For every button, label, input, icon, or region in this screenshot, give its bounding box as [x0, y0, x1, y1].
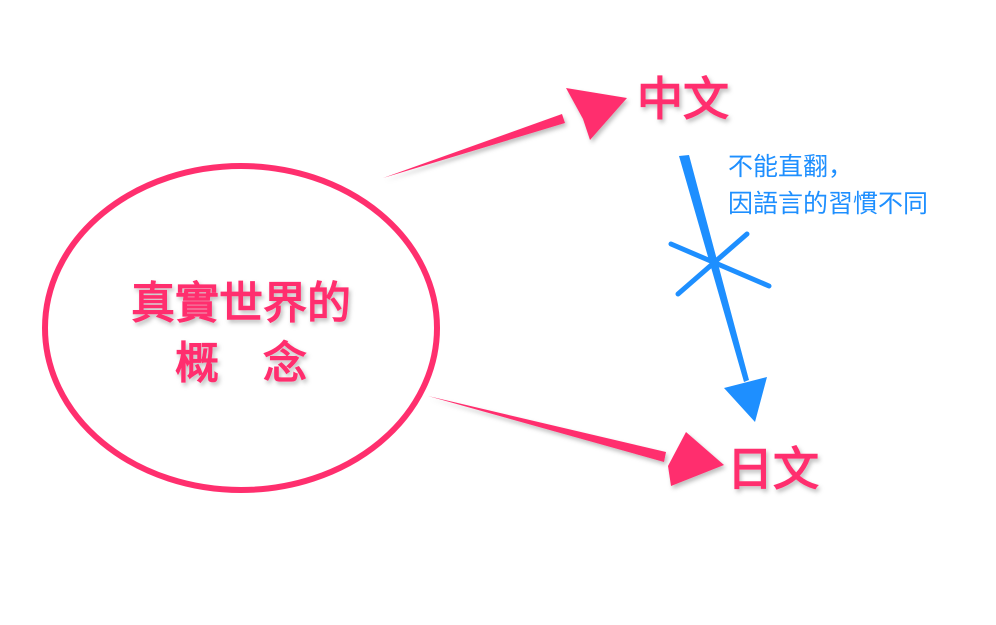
concept-label-line2: 概 念 — [175, 338, 307, 389]
cross-mark-icon — [668, 231, 772, 297]
japanese-label: 日文 — [727, 442, 819, 496]
note-line1: 不能直翻， — [728, 152, 853, 181]
concept-label-line1: 真實世界的 — [131, 278, 351, 329]
arrow-to-chinese — [383, 88, 627, 178]
translation-arrow — [679, 155, 767, 422]
note-line2: 因語言的習慣不同 — [728, 189, 928, 218]
chinese-label: 中文 — [637, 72, 729, 126]
arrow-to-japanese — [428, 396, 724, 486]
concept-ellipse — [42, 163, 440, 493]
